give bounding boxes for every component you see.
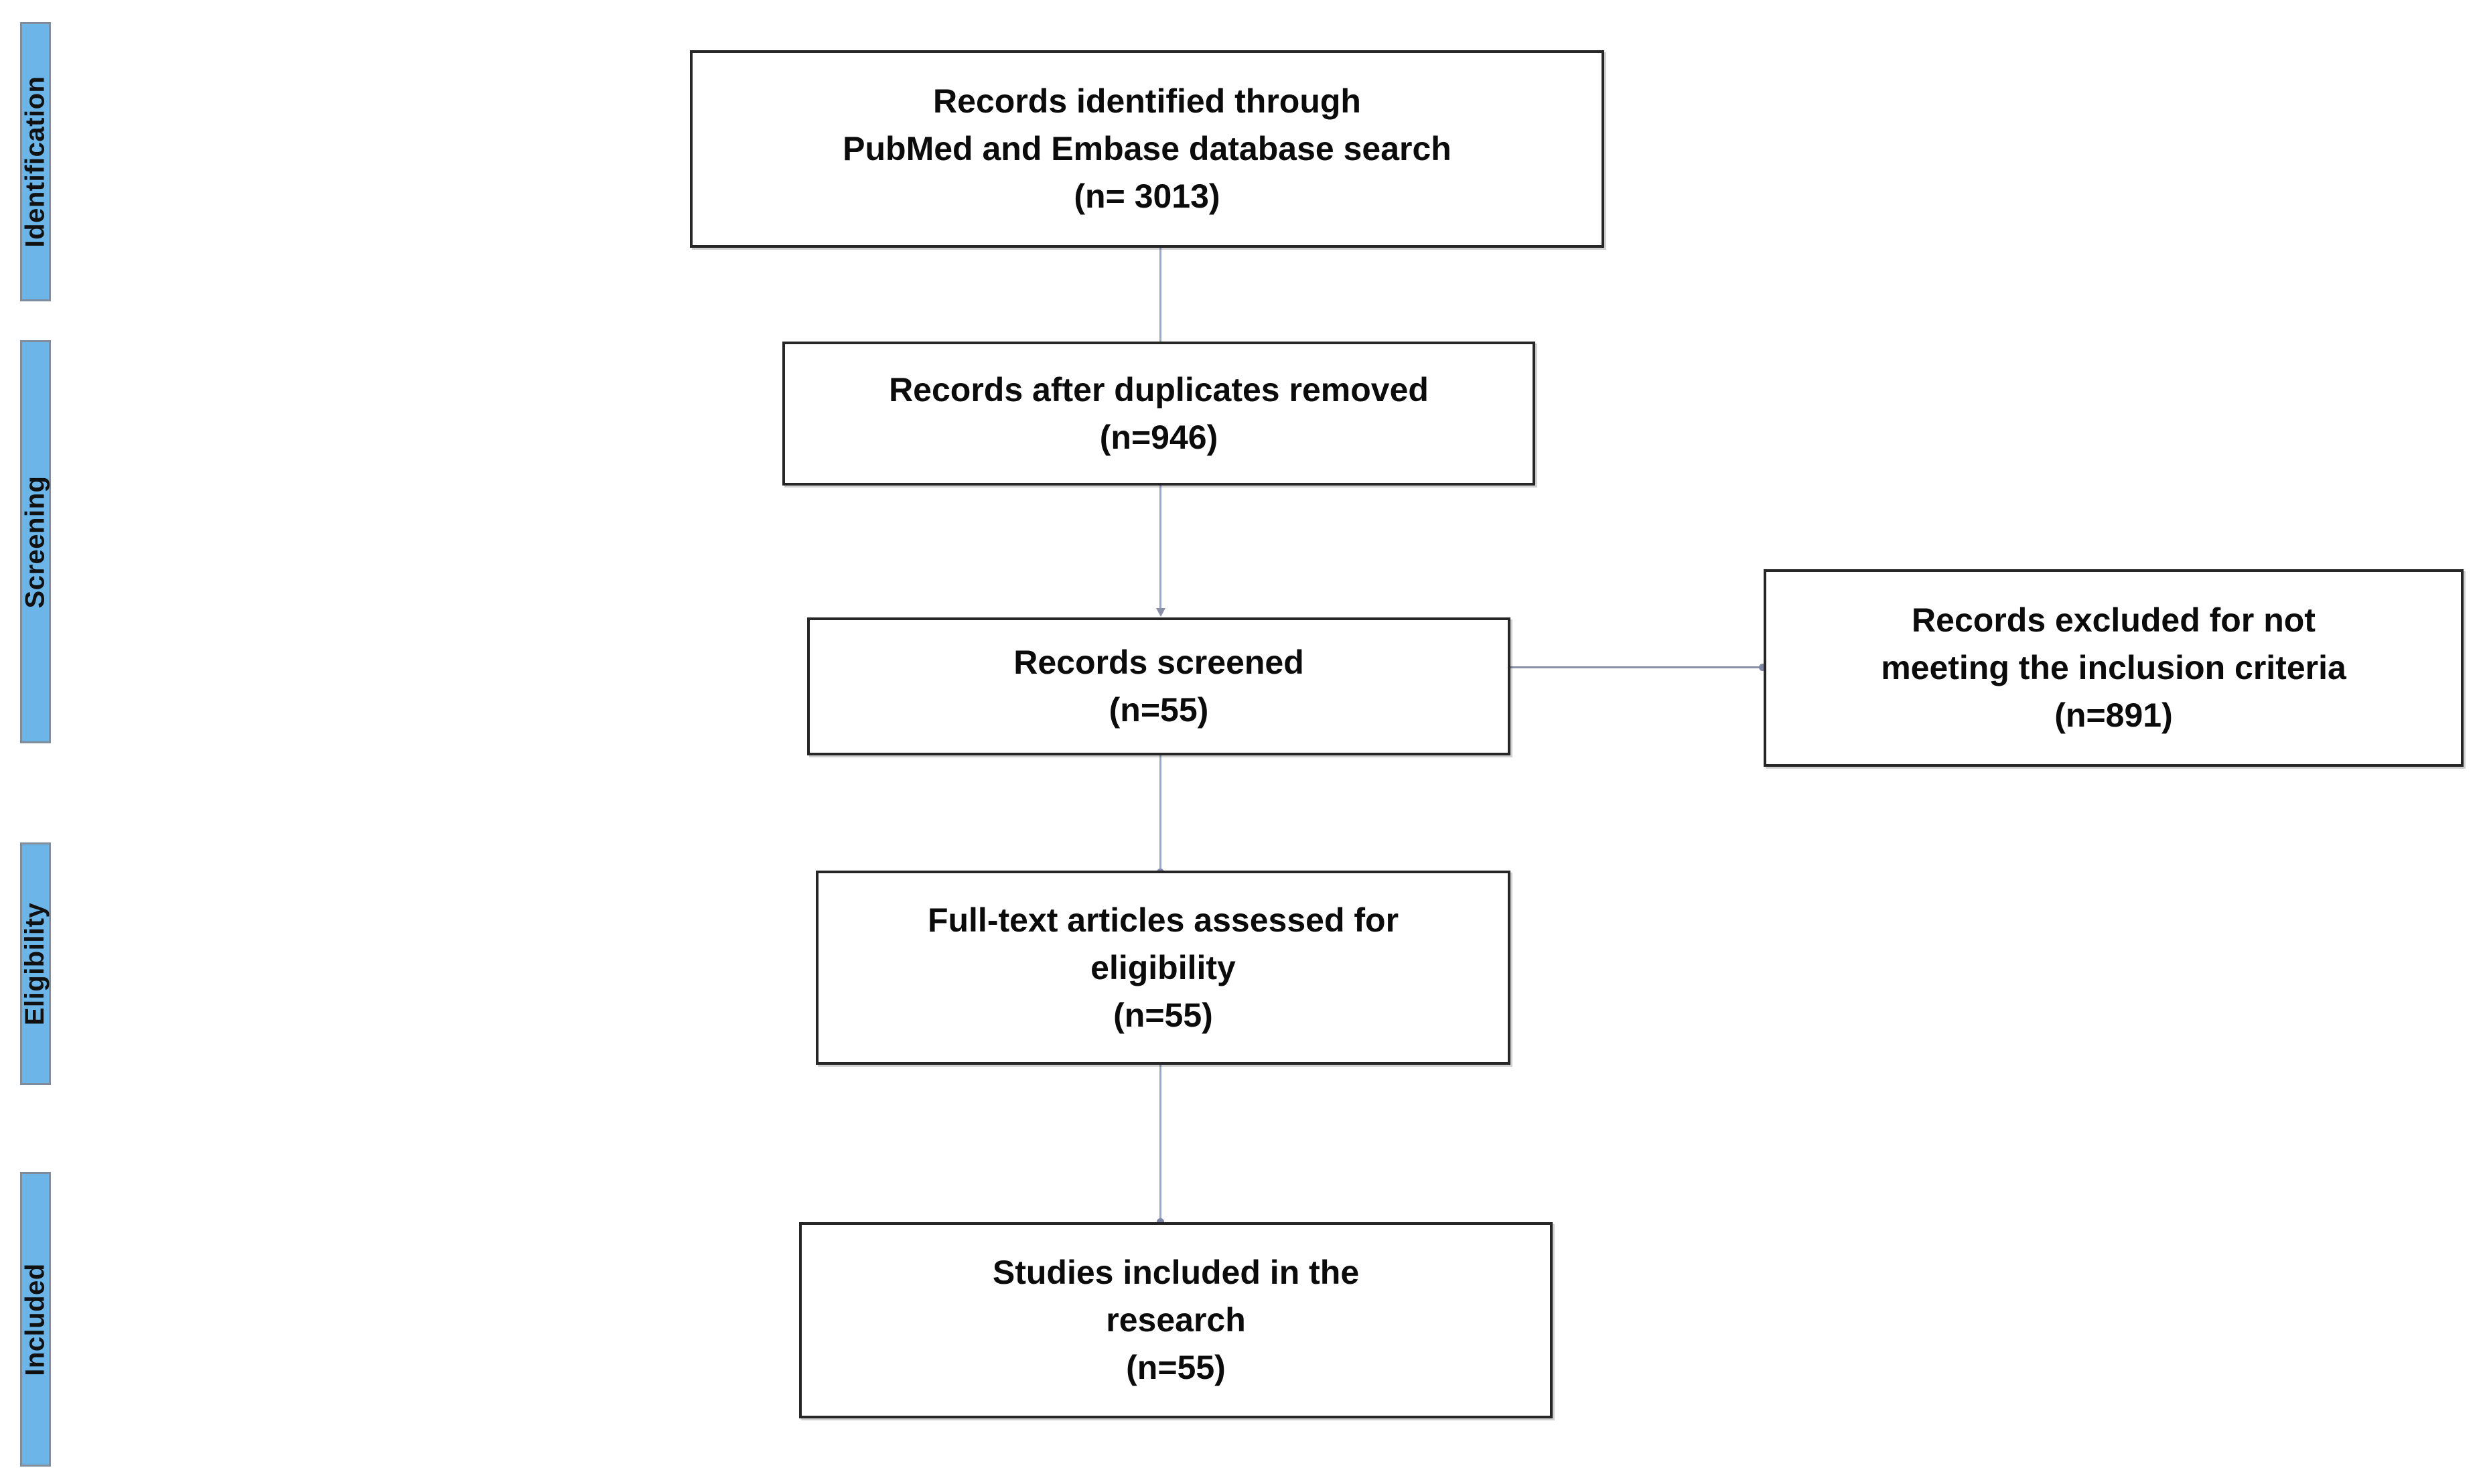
box-records-screened-line-1: Records screened (1013, 644, 1304, 681)
box-records-excluded-count: (n=891) (2054, 696, 2173, 734)
stage-label-identification: Identification (20, 22, 51, 301)
box-records-screened: Records screened (n=55) (807, 617, 1510, 755)
connector-identified-to-deduplicated (1159, 248, 1161, 342)
box-records-excluded-line-1: Records excluded for not (1912, 601, 2316, 639)
box-fulltext-assessed-line-1: Full-text articles assessed for (927, 901, 1399, 939)
box-fulltext-assessed: Full-text articles assessed for eligibil… (816, 871, 1510, 1065)
box-records-identified-count: (n= 3013) (1074, 177, 1220, 215)
box-fulltext-assessed-count: (n=55) (1113, 996, 1213, 1034)
box-studies-included-count: (n=55) (1126, 1349, 1226, 1386)
connector-deduplicated-to-screened (1159, 486, 1161, 609)
arrowhead-included (1157, 1218, 1164, 1226)
box-studies-included-line-2: research (1106, 1301, 1246, 1339)
box-records-excluded-line-2: meeting the inclusion criteria (1881, 649, 2346, 686)
connector-fulltext-to-included (1159, 1065, 1161, 1224)
connector-screened-to-fulltext (1159, 755, 1161, 875)
stage-label-included: Included (20, 1172, 51, 1467)
stage-label-included-text: Included (20, 1262, 50, 1376)
box-records-identified-line-1: Records identified through (933, 82, 1361, 120)
box-records-screened-count: (n=55) (1109, 691, 1209, 729)
box-studies-included-line-1: Studies included in the (992, 1254, 1360, 1291)
box-studies-included: Studies included in the research (n=55) (799, 1222, 1553, 1418)
box-records-identified-line-2: PubMed and Embase database search (843, 130, 1451, 167)
box-records-identified: Records identified through PubMed and Em… (690, 50, 1604, 248)
stage-label-eligibility-text: Eligibility (20, 902, 50, 1025)
box-records-after-duplicates-removed-count: (n=946) (1099, 418, 1218, 456)
arrowhead-excluded (1759, 664, 1766, 671)
box-fulltext-assessed-line-2: eligibility (1090, 948, 1236, 986)
box-records-after-duplicates-removed-line-1: Records after duplicates removed (889, 370, 1429, 409)
stage-label-screening: Screening (20, 340, 51, 743)
connector-screened-to-excluded (1510, 666, 1765, 668)
stage-label-identification-text: Identification (20, 76, 50, 248)
box-records-after-duplicates-removed: Records after duplicates removed (n=946) (782, 342, 1535, 486)
arrowhead-screened (1156, 608, 1165, 617)
box-records-excluded: Records excluded for not meeting the inc… (1764, 569, 2464, 767)
stage-label-screening-text: Screening (20, 475, 50, 608)
stage-label-eligibility: Eligibility (20, 842, 51, 1085)
